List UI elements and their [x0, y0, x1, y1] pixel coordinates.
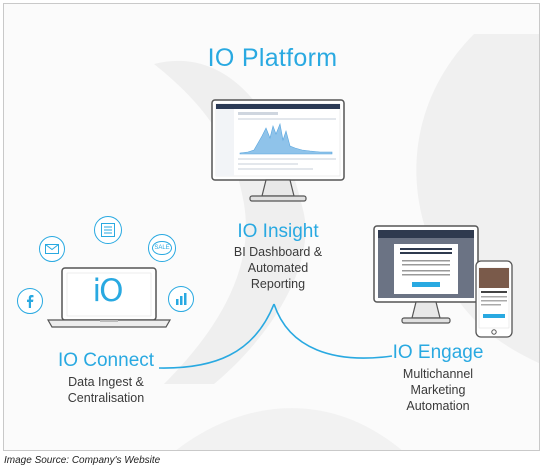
- connect-desc-line-2: Centralisation: [67, 391, 145, 405]
- connect-description: Data Ingest & Centralisation: [46, 374, 166, 406]
- connect-laptop: [46, 267, 172, 328]
- sale-tag-text: SALE: [152, 241, 172, 255]
- diagram-frame: IO Platform IO Insight BI Dashboard & Au…: [3, 3, 540, 451]
- document-icon: [94, 216, 122, 244]
- engage-desc-line-2: Marketing: [410, 383, 466, 397]
- insight-desc-line-2: Automated: [247, 261, 309, 275]
- insight-desc-line-3: Reporting: [250, 277, 306, 291]
- engage-desc-line-1: Multichannel: [402, 367, 474, 381]
- connector-line-right: [273, 303, 393, 359]
- engage-description: Multichannel Marketing Automation: [378, 366, 498, 414]
- insight-desc-line-1: BI Dashboard &: [233, 245, 323, 259]
- insight-title: IO Insight: [237, 221, 319, 242]
- insight-description: BI Dashboard & Automated Reporting: [208, 244, 348, 292]
- connector-line-left: [158, 303, 275, 369]
- sale-tag-icon: SALE: [148, 234, 176, 262]
- email-icon: [39, 236, 65, 262]
- engage-phone: [475, 260, 513, 338]
- platform-title: IO Platform: [207, 44, 338, 72]
- background-swoosh-bottom: [176, 408, 402, 450]
- connect-laptop-logo: iO: [92, 273, 123, 309]
- bar-chart-icon: [168, 286, 194, 312]
- image-source-caption: Image Source: Company's Website: [4, 455, 161, 466]
- connect-desc-line-1: Data Ingest &: [68, 375, 144, 389]
- engage-monitor: [373, 225, 479, 324]
- facebook-icon: [17, 288, 43, 314]
- insight-monitor: [211, 99, 345, 202]
- engage-desc-line-3: Automation: [406, 399, 470, 413]
- connect-title: IO Connect: [57, 350, 155, 371]
- engage-title: IO Engage: [392, 342, 484, 363]
